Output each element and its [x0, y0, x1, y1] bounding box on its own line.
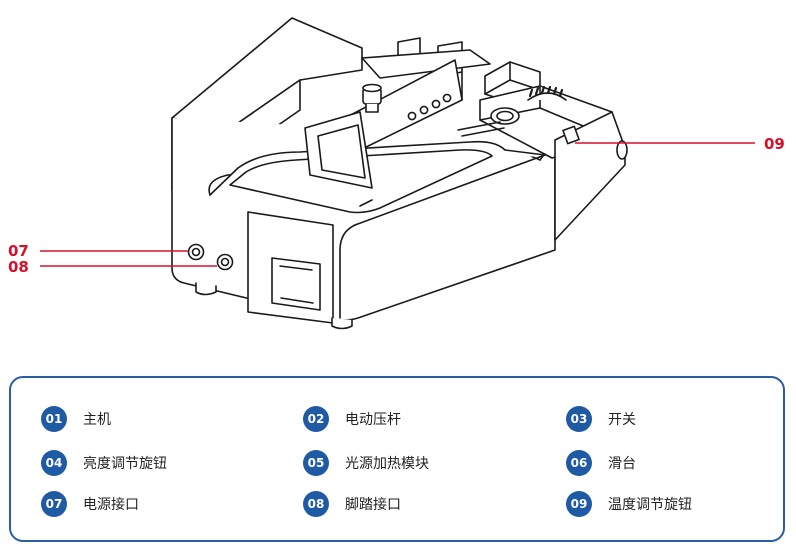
legend-item-04: 04 亮度调节旋钮 [41, 450, 167, 476]
legend-item-09: 09 温度调节旋钮 [566, 491, 692, 517]
legend-item-01: 01 主机 [41, 406, 111, 432]
press-knob [362, 83, 382, 113]
legend-badge: 01 [41, 406, 67, 432]
legend-label: 主机 [83, 412, 111, 428]
temperature-dial [527, 85, 567, 101]
legend-panel: 01 主机 02 电动压杆 03 开关 04 亮度调节旋钮 05 光源加热模块 … [9, 376, 785, 542]
legend-item-07: 07 电源接口 [41, 491, 139, 517]
callout-label-09: 09 [764, 135, 785, 153]
legend-badge: 08 [303, 491, 329, 517]
legend-label: 开关 [608, 412, 636, 428]
legend-item-06: 06 滑台 [566, 450, 636, 476]
legend-item-08: 08 脚踏接口 [303, 491, 401, 517]
legend-badge: 07 [41, 491, 67, 517]
legend-item-02: 02 电动压杆 [303, 406, 401, 432]
legend-label: 电源接口 [83, 497, 139, 513]
pedal-port [216, 253, 234, 271]
legend-item-05: 05 光源加热模块 [303, 450, 429, 476]
legend-label: 滑台 [608, 456, 636, 472]
legend-badge: 03 [566, 406, 592, 432]
front-panel [247, 211, 334, 324]
power-port [187, 243, 205, 261]
press-arm [304, 37, 491, 189]
legend-item-03: 03 开关 [566, 406, 636, 432]
legend-badge: 04 [41, 450, 67, 476]
callout-label-07: 07 [8, 242, 29, 260]
legend-label: 光源加热模块 [345, 456, 429, 472]
device-illustration: 07 08 09 [8, 17, 785, 330]
legend-label: 电动压杆 [345, 412, 401, 428]
legend-label: 温度调节旋钮 [608, 497, 692, 513]
legend-badge: 06 [566, 450, 592, 476]
feet [195, 282, 353, 330]
legend-badge: 05 [303, 450, 329, 476]
legend-badge: 02 [303, 406, 329, 432]
side-wing [554, 111, 628, 241]
legend-label: 亮度调节旋钮 [83, 456, 167, 472]
legend-label: 脚踏接口 [345, 497, 401, 513]
legend-badge: 09 [566, 491, 592, 517]
callout-label-08: 08 [8, 258, 29, 276]
